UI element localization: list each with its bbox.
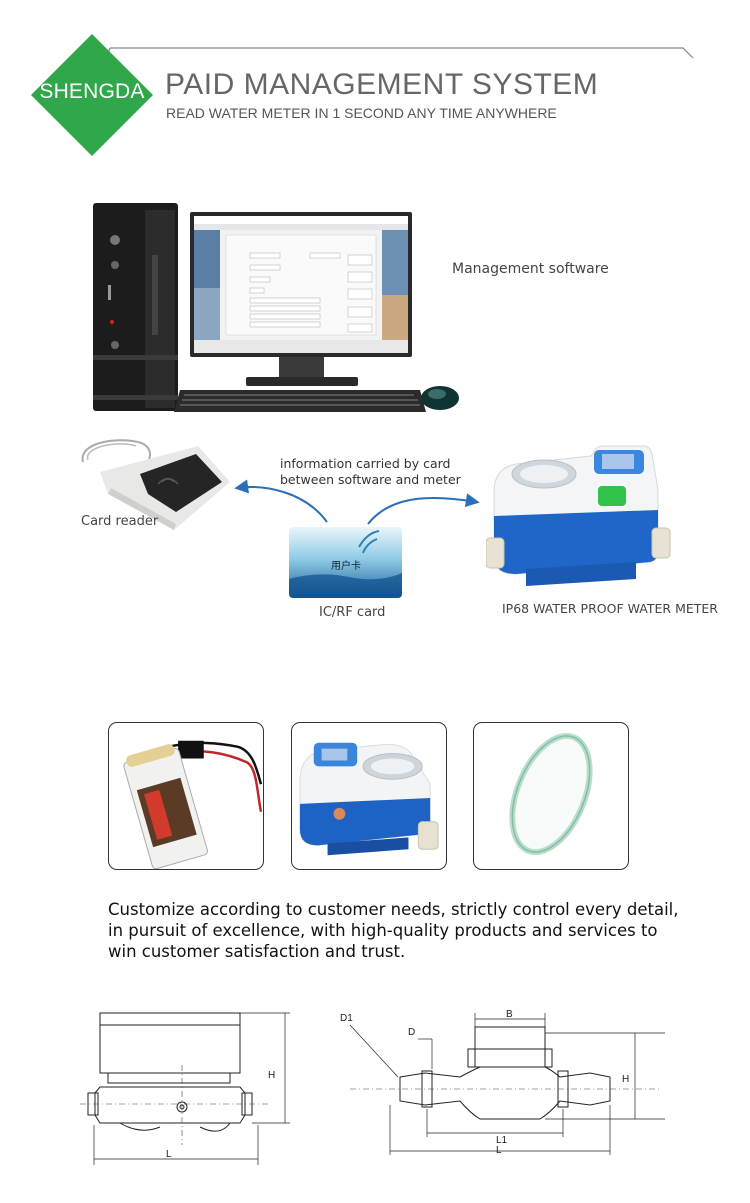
dim-l-right: L: [496, 1145, 502, 1156]
management-software-label: Management software: [452, 261, 609, 277]
dim-l-left: L: [166, 1149, 172, 1160]
battery-tile: [108, 722, 264, 870]
dim-h-right: H: [622, 1074, 629, 1085]
description-line-2: in pursuit of excellence, with high-qual…: [108, 921, 658, 940]
ic-rf-card-label: IC/RF card: [319, 605, 386, 620]
info-line-2: between software and meter: [280, 472, 461, 487]
description-line-1: Customize according to customer needs, s…: [108, 900, 679, 919]
meter-drawing-front: H L: [80, 1012, 290, 1165]
dim-d1: D1: [340, 1013, 353, 1024]
dim-h-left: H: [268, 1070, 275, 1081]
page-title: PAID MANAGEMENT SYSTEM: [165, 68, 599, 101]
computer-illustration: [93, 203, 459, 412]
info-text: information carried by card between soft…: [280, 456, 461, 488]
water-meter-tile: [291, 722, 447, 870]
card-reader-label: Card reader: [81, 514, 159, 529]
dim-b: B: [506, 1009, 513, 1020]
info-line-1: information carried by card: [280, 456, 451, 471]
logo-text: SHENGDA: [39, 80, 145, 103]
dim-l1: L1: [496, 1135, 508, 1146]
glass-lens-tile: [473, 722, 629, 870]
page-subtitle: READ WATER METER IN 1 SECOND ANY TIME AN…: [166, 105, 557, 121]
ic-rf-card-image: 用户卡: [289, 527, 402, 598]
card-reader-image: [81, 439, 230, 530]
description-line-3: win customer satisfaction and trust.: [108, 942, 406, 961]
description-text: Customize according to customer needs, s…: [108, 899, 708, 962]
card-text: 用户卡: [331, 561, 361, 572]
water-meter-label: IP68 WATER PROOF WATER METER: [502, 601, 718, 616]
meter-drawing-side: B D1 D H L1 L: [340, 1009, 665, 1156]
dim-d: D: [408, 1027, 415, 1038]
flow-arrows: [234, 479, 480, 525]
shengda-logo: SHENGDA: [31, 34, 153, 156]
water-meter-image: [486, 445, 671, 586]
